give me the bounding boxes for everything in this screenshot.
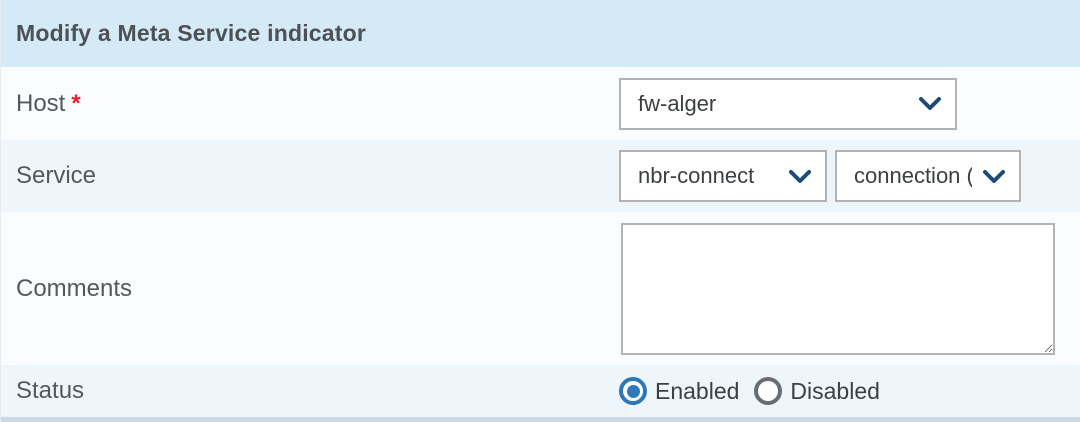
comments-row: Comments <box>1 212 1080 365</box>
comments-textarea[interactable] <box>621 222 1055 355</box>
form-title: Modify a Meta Service indicator <box>16 20 367 46</box>
host-row: Host* fw-alger <box>1 67 1080 140</box>
metric-select[interactable]: connection () <box>835 150 1021 202</box>
status-radio-enabled[interactable]: Enabled <box>619 377 739 405</box>
host-select-value: fw-alger <box>638 90 717 116</box>
service-select-value: nbr-connect <box>638 163 755 188</box>
comments-label-cell: Comments <box>1 275 619 303</box>
comments-label: Comments <box>16 274 133 302</box>
required-asterisk: * <box>71 89 81 117</box>
host-label: Host <box>16 89 66 117</box>
panel-bottom-divider <box>1 417 1080 422</box>
status-row: Status Enabled Disabled <box>1 365 1080 417</box>
status-disabled-label: Disabled <box>790 377 880 404</box>
host-label-cell: Host* <box>1 90 619 118</box>
service-label-cell: Service <box>1 162 619 190</box>
radio-unchecked-icon <box>754 377 783 405</box>
status-enabled-label: Enabled <box>655 377 740 404</box>
status-label-cell: Status <box>1 377 619 405</box>
metric-select-value: connection () <box>854 163 972 188</box>
status-radio-disabled[interactable]: Disabled <box>754 377 880 405</box>
chevron-down-icon <box>788 169 812 184</box>
status-radio-group: Enabled Disabled <box>619 377 880 405</box>
service-select[interactable]: nbr-connect <box>619 150 827 202</box>
service-row: Service nbr-connect connection () <box>1 140 1080 212</box>
status-label: Status <box>16 377 85 404</box>
service-label: Service <box>16 162 97 189</box>
radio-checked-icon <box>619 377 647 405</box>
host-select[interactable]: fw-alger <box>619 77 957 130</box>
form-header: Modify a Meta Service indicator <box>1 0 1080 67</box>
chevron-down-icon <box>918 96 942 111</box>
chevron-down-icon <box>982 169 1006 184</box>
